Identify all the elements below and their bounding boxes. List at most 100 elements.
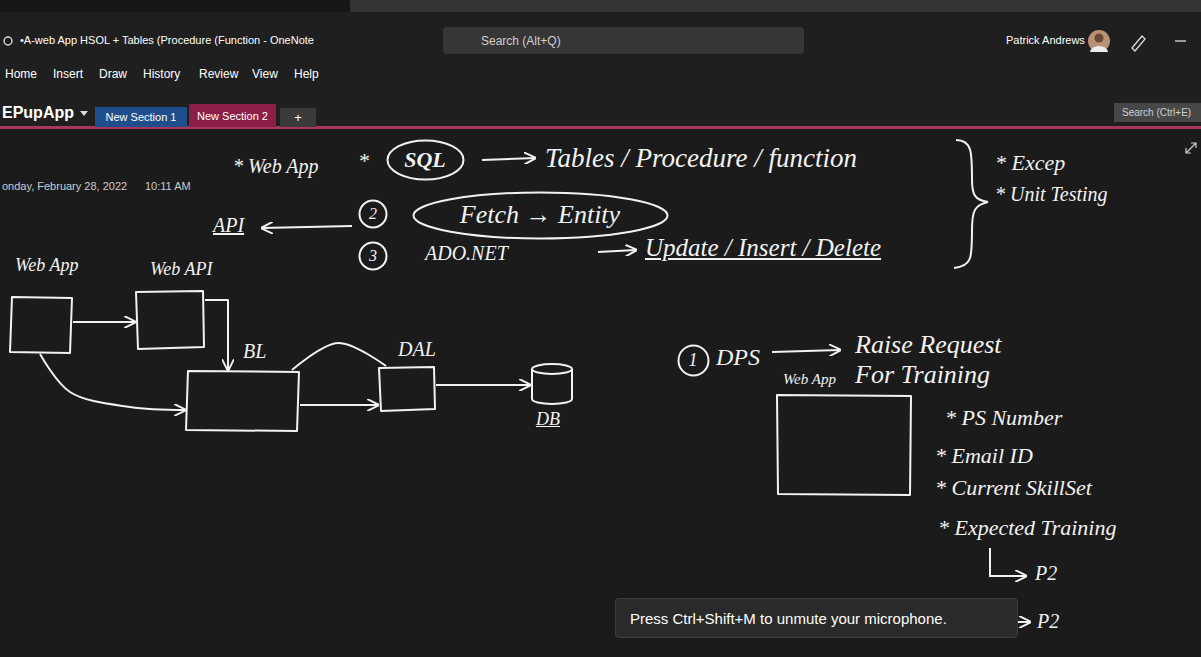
box-heading: Web App xyxy=(15,256,79,276)
window-title: •A-web App HSOL + Tables (Procedure (Fun… xyxy=(20,34,314,47)
notification-toast: Press Ctrl+Shift+M to unmute your microp… xyxy=(615,598,1018,638)
box-heading: Web App xyxy=(783,371,836,388)
ellipse-outline xyxy=(678,345,708,375)
handwritten-note: * xyxy=(358,148,369,173)
minimize-icon xyxy=(1175,40,1186,41)
list-item: * Email ID xyxy=(935,443,1033,468)
connector xyxy=(292,343,386,370)
toast-text: Press Ctrl+Shift+M to unmute your microp… xyxy=(630,610,947,627)
avatar xyxy=(1088,30,1110,52)
callout-number: 3 xyxy=(369,248,377,264)
callout-circle: 2 xyxy=(358,199,388,229)
handwritten-note: Raise Request For Training xyxy=(855,330,1030,390)
expand-icon xyxy=(1186,143,1196,153)
top-strip xyxy=(0,0,1201,12)
handwritten-term: Fetch → Entity xyxy=(460,200,620,230)
database-cylinder: DB xyxy=(530,362,574,406)
search-box: Search (Alt+Q) xyxy=(443,27,804,54)
app-box: Web App xyxy=(775,393,913,497)
list-item: * Expected Training xyxy=(938,515,1116,540)
pen-icon xyxy=(1132,36,1145,51)
top-strip-bar xyxy=(350,0,1201,12)
page-date: onday, February 28, 2022 xyxy=(2,180,127,193)
note-arrow xyxy=(262,226,352,228)
user-name: Patrick Andrews xyxy=(1006,34,1085,47)
box-outline xyxy=(379,367,435,411)
page-time: 10:11 AM xyxy=(145,180,191,193)
process-box: BL xyxy=(185,370,300,432)
handwritten-note: Update / Insert / Delete xyxy=(645,234,881,263)
ellipse-outline xyxy=(413,192,667,238)
dropdown-caret xyxy=(80,111,88,116)
callout-circle: 3 xyxy=(358,241,388,271)
circled-term: Fetch → Entity xyxy=(412,191,669,240)
box-outline xyxy=(777,395,911,495)
callout-circle: 1 xyxy=(677,344,710,377)
add-tab: + xyxy=(280,108,316,127)
connector xyxy=(73,321,135,323)
box-outline xyxy=(186,371,299,431)
menu-item: View xyxy=(252,68,278,82)
process-box: Web App xyxy=(9,296,73,354)
search-placeholder: Search (Alt+Q) xyxy=(481,34,561,48)
box-outline xyxy=(185,370,300,432)
hook-arrow xyxy=(990,548,1026,576)
page-search-box: Search (Ctrl+E) xyxy=(1114,103,1201,122)
section-tab: New Section 1 xyxy=(95,107,187,127)
box-heading: BL xyxy=(243,340,266,362)
brace xyxy=(954,140,988,268)
box-heading: DB xyxy=(536,410,560,430)
callout-number: 1 xyxy=(689,351,698,369)
connector xyxy=(205,300,228,370)
handwritten-note: * Excep xyxy=(995,150,1065,175)
menu-item: Home xyxy=(5,68,37,82)
page-ground xyxy=(0,129,1201,657)
callout-number: 2 xyxy=(369,206,377,222)
tab-label: + xyxy=(294,110,302,125)
connector xyxy=(300,404,378,406)
section-tab: New Section 2 xyxy=(189,104,276,127)
app-icon xyxy=(4,37,12,45)
menu-item: Insert xyxy=(53,68,83,82)
note-arrow xyxy=(598,250,636,252)
menu-item: Review xyxy=(199,68,238,82)
process-box: DAL xyxy=(378,366,436,412)
avatar-head xyxy=(1095,34,1104,43)
notebook-name: EPupApp xyxy=(2,104,74,122)
ribbon-ground xyxy=(0,12,1201,127)
ellipse-outline xyxy=(360,201,387,228)
menu-item: Help xyxy=(294,68,319,82)
box-outline xyxy=(530,362,574,406)
handwritten-note: DPS xyxy=(716,344,760,372)
box-heading: Web API xyxy=(150,260,213,280)
list-item: * PS Number xyxy=(945,405,1062,430)
priority-tag: P2 xyxy=(1035,562,1057,585)
process-box: Web API xyxy=(135,290,205,350)
box-outline xyxy=(378,366,436,412)
handwritten-note: Tables / Procedure / function xyxy=(545,143,857,174)
note-arrow xyxy=(772,350,840,352)
ellipse-outline xyxy=(360,243,387,270)
search-placeholder: Search (Ctrl+E) xyxy=(1122,107,1191,118)
note-arrow xyxy=(482,158,535,160)
box-outline xyxy=(10,297,72,353)
handwritten-term: SQL xyxy=(404,147,446,172)
tab-label: New Section 2 xyxy=(197,110,268,122)
cylinder-top xyxy=(532,364,572,374)
avatar-body xyxy=(1090,46,1108,52)
handwritten-note: API xyxy=(213,214,244,237)
list-item: * Current SkillSet xyxy=(935,475,1092,500)
connector xyxy=(436,384,530,386)
box-outline xyxy=(775,393,913,497)
menu-item: Draw xyxy=(99,68,127,82)
tab-label: New Section 1 xyxy=(106,111,177,123)
circled-term: SQL xyxy=(386,139,465,181)
box-outline xyxy=(136,291,204,349)
box-heading: DAL xyxy=(398,338,436,360)
box-outline xyxy=(135,290,205,350)
handwritten-note: ADO.NET xyxy=(425,242,508,265)
handwritten-note: * Web App xyxy=(233,155,319,178)
